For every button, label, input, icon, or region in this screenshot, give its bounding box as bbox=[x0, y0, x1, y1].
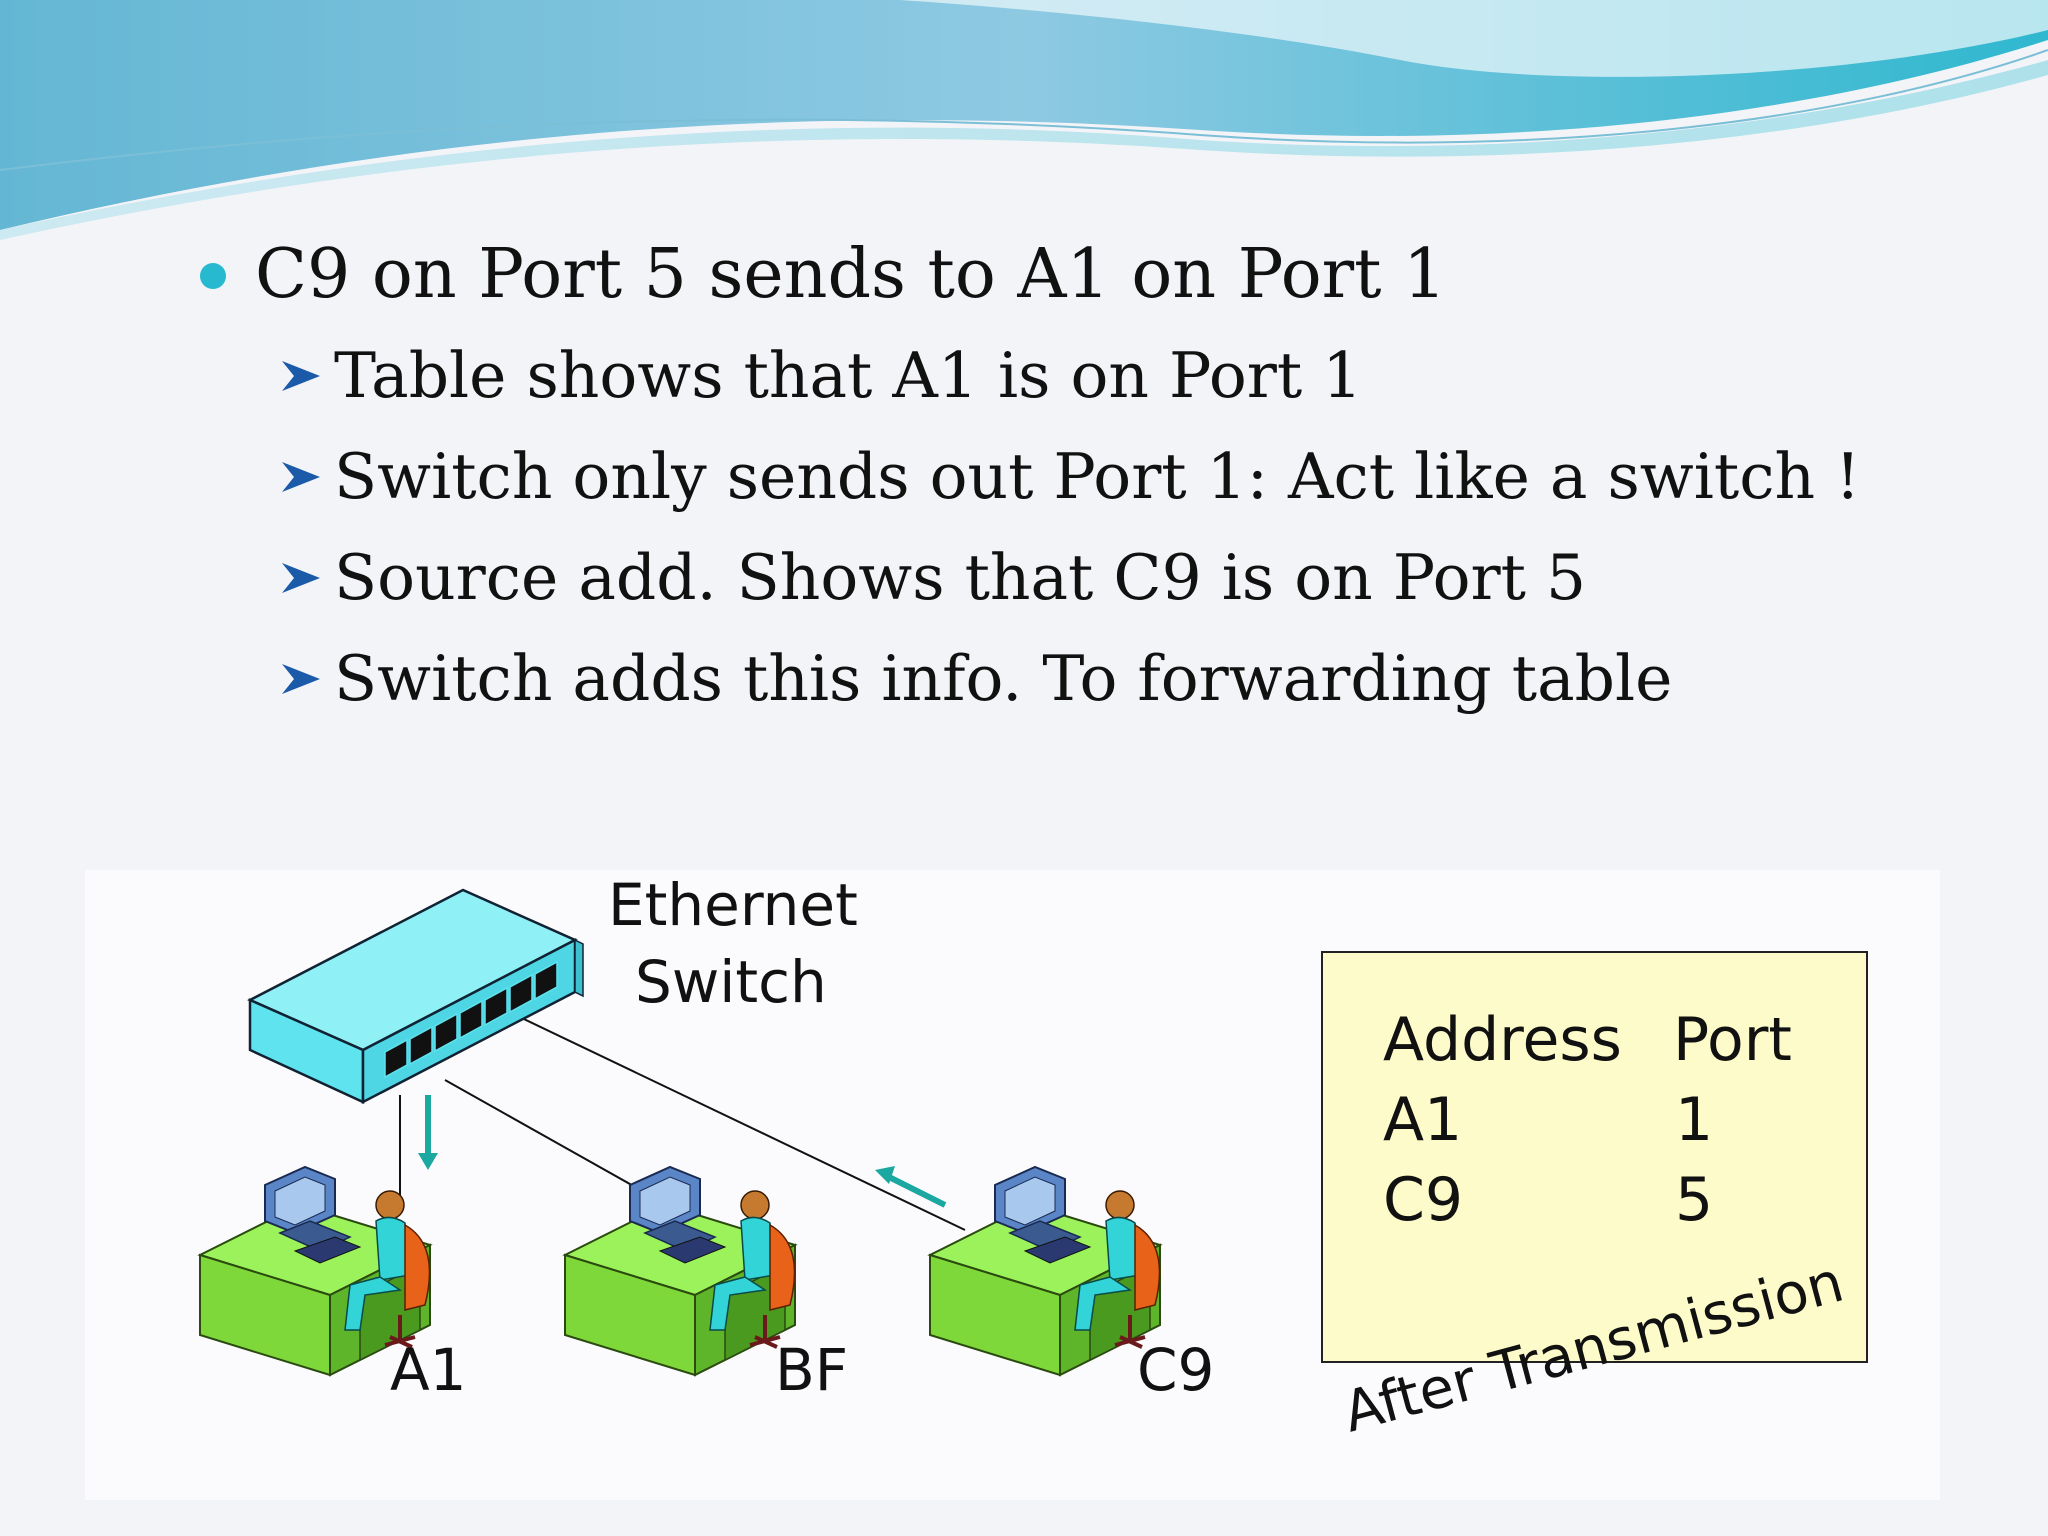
sub-bullet-text: Switch adds this info. To forwarding tab… bbox=[334, 642, 1673, 715]
workstation-c9-icon bbox=[928, 1165, 1162, 1377]
header-wave-banner bbox=[0, 0, 2048, 240]
sub-bullet-text: Source add. Shows that C9 is on Port 5 bbox=[334, 541, 1587, 614]
host-label-bf: BF bbox=[775, 1336, 848, 1404]
sub-bullet-text: Table shows that A1 is on Port 1 bbox=[334, 339, 1363, 412]
arrow-bullet-icon bbox=[282, 361, 320, 391]
host-label-c9: C9 bbox=[1137, 1336, 1214, 1404]
switch-label-line1: Ethernet bbox=[608, 871, 858, 939]
arrow-bullet-icon bbox=[282, 462, 320, 492]
main-bullet: C9 on Port 5 sends to A1 on Port 1 bbox=[200, 225, 2020, 325]
arrow-bullet-icon bbox=[282, 664, 320, 694]
host-label-a1: A1 bbox=[390, 1336, 467, 1404]
table-header-port: Port bbox=[1673, 1005, 1792, 1075]
table-cell-address: A1 bbox=[1383, 1085, 1462, 1155]
sub-bullet: Switch adds this info. To forwarding tab… bbox=[282, 628, 2020, 729]
table-cell-port: 1 bbox=[1675, 1085, 1713, 1155]
sub-bullet: Source add. Shows that C9 is on Port 5 bbox=[282, 527, 2020, 628]
cable-c9 bbox=[504, 1009, 966, 1231]
arrow-bullet-icon bbox=[282, 563, 320, 593]
down-arrow-icon bbox=[418, 1095, 438, 1170]
ethernet-switch-icon bbox=[247, 888, 584, 1105]
sub-bullet: Table shows that A1 is on Port 1 bbox=[282, 325, 2020, 426]
switch-label-line2: Switch bbox=[635, 948, 827, 1016]
main-bullet-text: C9 on Port 5 sends to A1 on Port 1 bbox=[255, 235, 1447, 314]
table-cell-address: C9 bbox=[1383, 1165, 1463, 1235]
incoming-arrow-icon bbox=[875, 1166, 947, 1208]
forwarding-table: Address Port A1 1 C9 5 After Transmissio… bbox=[1321, 951, 1868, 1446]
network-diagram: Ethernet Switch A1 BF C9 Address Port bbox=[85, 870, 1940, 1500]
bullet-list: C9 on Port 5 sends to A1 on Port 1 Table… bbox=[200, 225, 2020, 729]
table-cell-port: 5 bbox=[1675, 1165, 1713, 1235]
sub-bullet-text: Switch only sends out Port 1: Act like a… bbox=[334, 440, 1861, 513]
workstation-bf-icon bbox=[563, 1165, 797, 1377]
sub-bullet: Switch only sends out Port 1: Act like a… bbox=[282, 426, 2020, 527]
bullet-dot-icon bbox=[200, 263, 226, 289]
table-header-address: Address bbox=[1383, 1005, 1622, 1075]
